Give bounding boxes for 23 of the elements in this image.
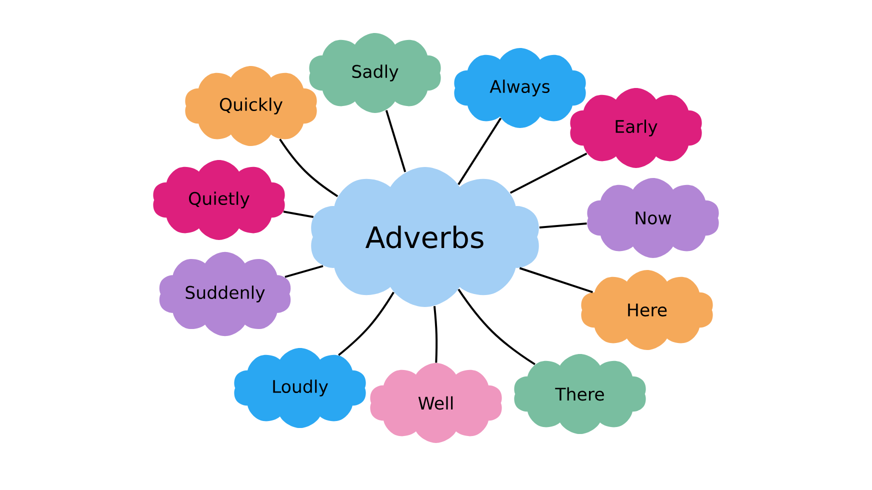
cloud: There — [514, 354, 646, 434]
connector-line — [279, 138, 338, 198]
cloud: Loudly — [234, 348, 366, 428]
connector-line — [519, 267, 593, 294]
connector-line — [539, 222, 587, 228]
cloud: Always — [454, 48, 586, 128]
cloud: Here — [581, 270, 713, 350]
connector-line — [433, 306, 438, 363]
connector-line — [510, 152, 588, 194]
connector-line — [385, 110, 406, 172]
connector-line — [283, 210, 314, 218]
cloud: Suddenly — [159, 252, 291, 336]
cloud: Early — [570, 88, 702, 168]
connector-line — [458, 288, 536, 366]
cloud: Quietly — [153, 160, 285, 240]
central-cloud: Adverbs — [311, 167, 539, 307]
cloud: Now — [587, 178, 719, 258]
connector-line — [284, 265, 324, 278]
connector-line — [338, 292, 394, 356]
cloud: Sadly — [309, 33, 441, 113]
cloud: Well — [370, 363, 502, 443]
cloud: Quickly — [185, 66, 317, 146]
connector-line — [458, 118, 502, 186]
